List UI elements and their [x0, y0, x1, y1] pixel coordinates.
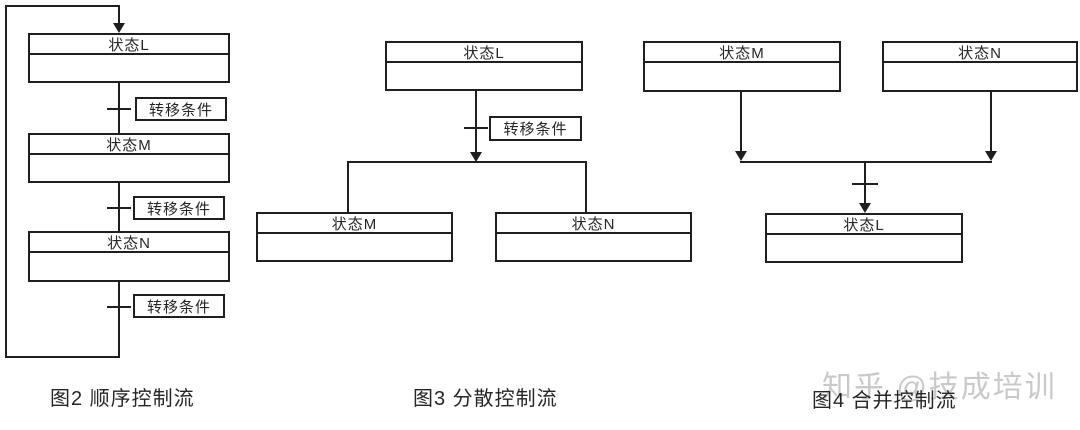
branch-connector-right [585, 161, 587, 212]
watermark: 知乎 @技成培训 [822, 371, 1057, 404]
state-box-m: 状态M [28, 133, 230, 183]
state-action-area [387, 63, 581, 89]
state-box-n: 状态N [495, 212, 692, 262]
entry-connector [118, 5, 120, 24]
arrow-down-icon [113, 23, 125, 33]
loop-line-top [5, 5, 120, 7]
transition-condition-label: 转移条件 [489, 116, 582, 141]
loop-line-left [5, 5, 7, 358]
state-title: 状态L [30, 35, 228, 55]
arrow-down-icon [985, 151, 997, 161]
state-title: 状态N [497, 214, 690, 234]
state-box-n: 状态N [882, 41, 1078, 92]
transition-bar [852, 183, 878, 185]
state-title: 状态N [30, 233, 228, 253]
transition-bar-2 [107, 207, 131, 209]
state-title: 状态M [645, 43, 839, 63]
state-action-area [30, 55, 228, 81]
connector-merge-l [864, 161, 866, 204]
transition-bar [464, 127, 488, 129]
connector-l-m [118, 83, 120, 133]
connector-n-loop [118, 282, 120, 358]
state-box-l: 状态L [385, 41, 583, 91]
state-action-area [497, 234, 690, 260]
transition-condition-label-1: 转移条件 [135, 97, 227, 121]
loop-line-bottom [5, 356, 120, 358]
state-box-m: 状态M [643, 41, 841, 92]
connector-m-merge [740, 92, 742, 152]
state-action-area [30, 155, 228, 181]
connector-m-n [118, 183, 120, 231]
branch-line [347, 161, 587, 163]
branch-connector-left [347, 161, 349, 212]
state-action-area [645, 63, 839, 90]
state-action-area [767, 235, 961, 261]
figure2-caption: 图2 顺序控制流 [50, 388, 195, 410]
state-action-area [258, 234, 451, 260]
merge-line [740, 161, 992, 163]
state-action-area [884, 63, 1076, 90]
state-box-n: 状态N [28, 231, 230, 282]
state-title: 状态M [258, 214, 451, 234]
state-title: 状态M [30, 135, 228, 155]
figure3-caption: 图3 分散控制流 [413, 388, 558, 410]
state-box-l: 状态L [765, 213, 963, 263]
arrow-down-icon [735, 151, 747, 161]
transition-condition-label-3: 转移条件 [133, 294, 225, 318]
arrow-down-icon [470, 152, 482, 162]
state-title: 状态L [767, 215, 961, 235]
transition-bar-1 [107, 108, 131, 110]
arrow-down-icon [859, 203, 871, 213]
state-title: 状态N [884, 43, 1076, 63]
state-box-m: 状态M [256, 212, 453, 262]
transition-bar-3 [107, 306, 131, 308]
connector-l-branch [475, 91, 477, 152]
transition-condition-label-2: 转移条件 [133, 196, 225, 220]
connector-n-merge [990, 92, 992, 152]
state-action-area [30, 253, 228, 280]
state-title: 状态L [387, 43, 581, 63]
state-box-l: 状态L [28, 33, 230, 83]
